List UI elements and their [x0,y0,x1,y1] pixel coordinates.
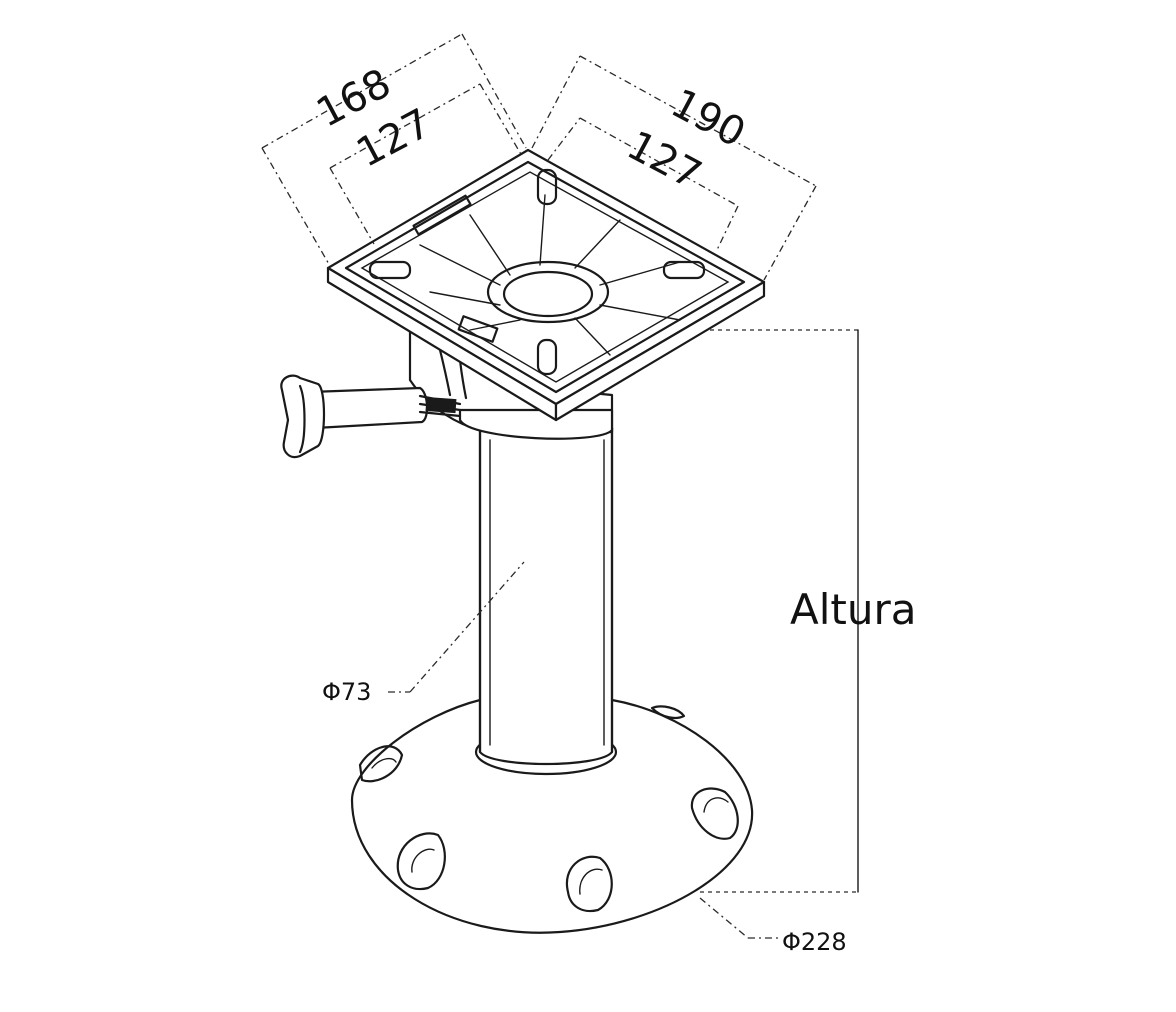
height-label: Altura [790,585,917,634]
base-hole [690,787,739,840]
mounting-slot [368,260,412,280]
base-hole [650,705,686,719]
mounting-slot [662,260,706,280]
pedestal-column [478,426,614,766]
base-hole [565,855,613,913]
base-diameter-label: Φ228 [782,928,847,956]
column-diameter-label: Φ73 [322,678,371,706]
mounting-plate [326,148,766,422]
dimension-lines [261,33,859,939]
base-hole [396,832,446,891]
mounting-slot [536,168,558,206]
locking-handle [280,374,462,459]
base-hole [358,745,404,783]
mounting-slot [536,338,558,376]
pedestal-base [350,698,754,934]
plate-ribs [419,194,681,356]
